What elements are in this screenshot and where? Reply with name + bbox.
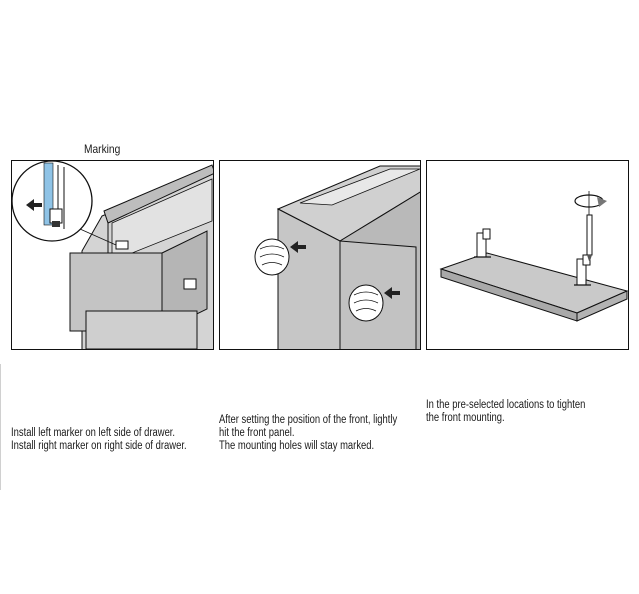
caption-line: the front mounting. (426, 412, 505, 424)
front-mounting-tighten-drawing (439, 191, 628, 322)
front-panel-tap-drawing (254, 165, 420, 349)
step-2-caption: After setting the position of the front,… (219, 414, 397, 453)
step-3-illustration (426, 160, 629, 350)
step-1-illustration (11, 160, 214, 350)
caption-line: In the pre-selected locations to tighten (426, 399, 586, 411)
step-1-caption: Install left marker on left side of draw… (11, 427, 187, 453)
caption-line: Install right marker on right side of dr… (11, 440, 187, 452)
step-3-caption: In the pre-selected locations to tighten… (426, 399, 585, 425)
caption-line: hit the front panel. (219, 427, 295, 439)
drawer-marking-drawing (12, 161, 213, 349)
left-margin-line (0, 364, 1, 490)
caption-line: After setting the position of the front,… (219, 414, 398, 426)
step-2-illustration (219, 160, 421, 350)
caption-line: The mounting holes will stay marked. (219, 440, 375, 452)
marking-label: Marking (84, 142, 121, 156)
caption-line: Install left marker on left side of draw… (11, 427, 176, 439)
